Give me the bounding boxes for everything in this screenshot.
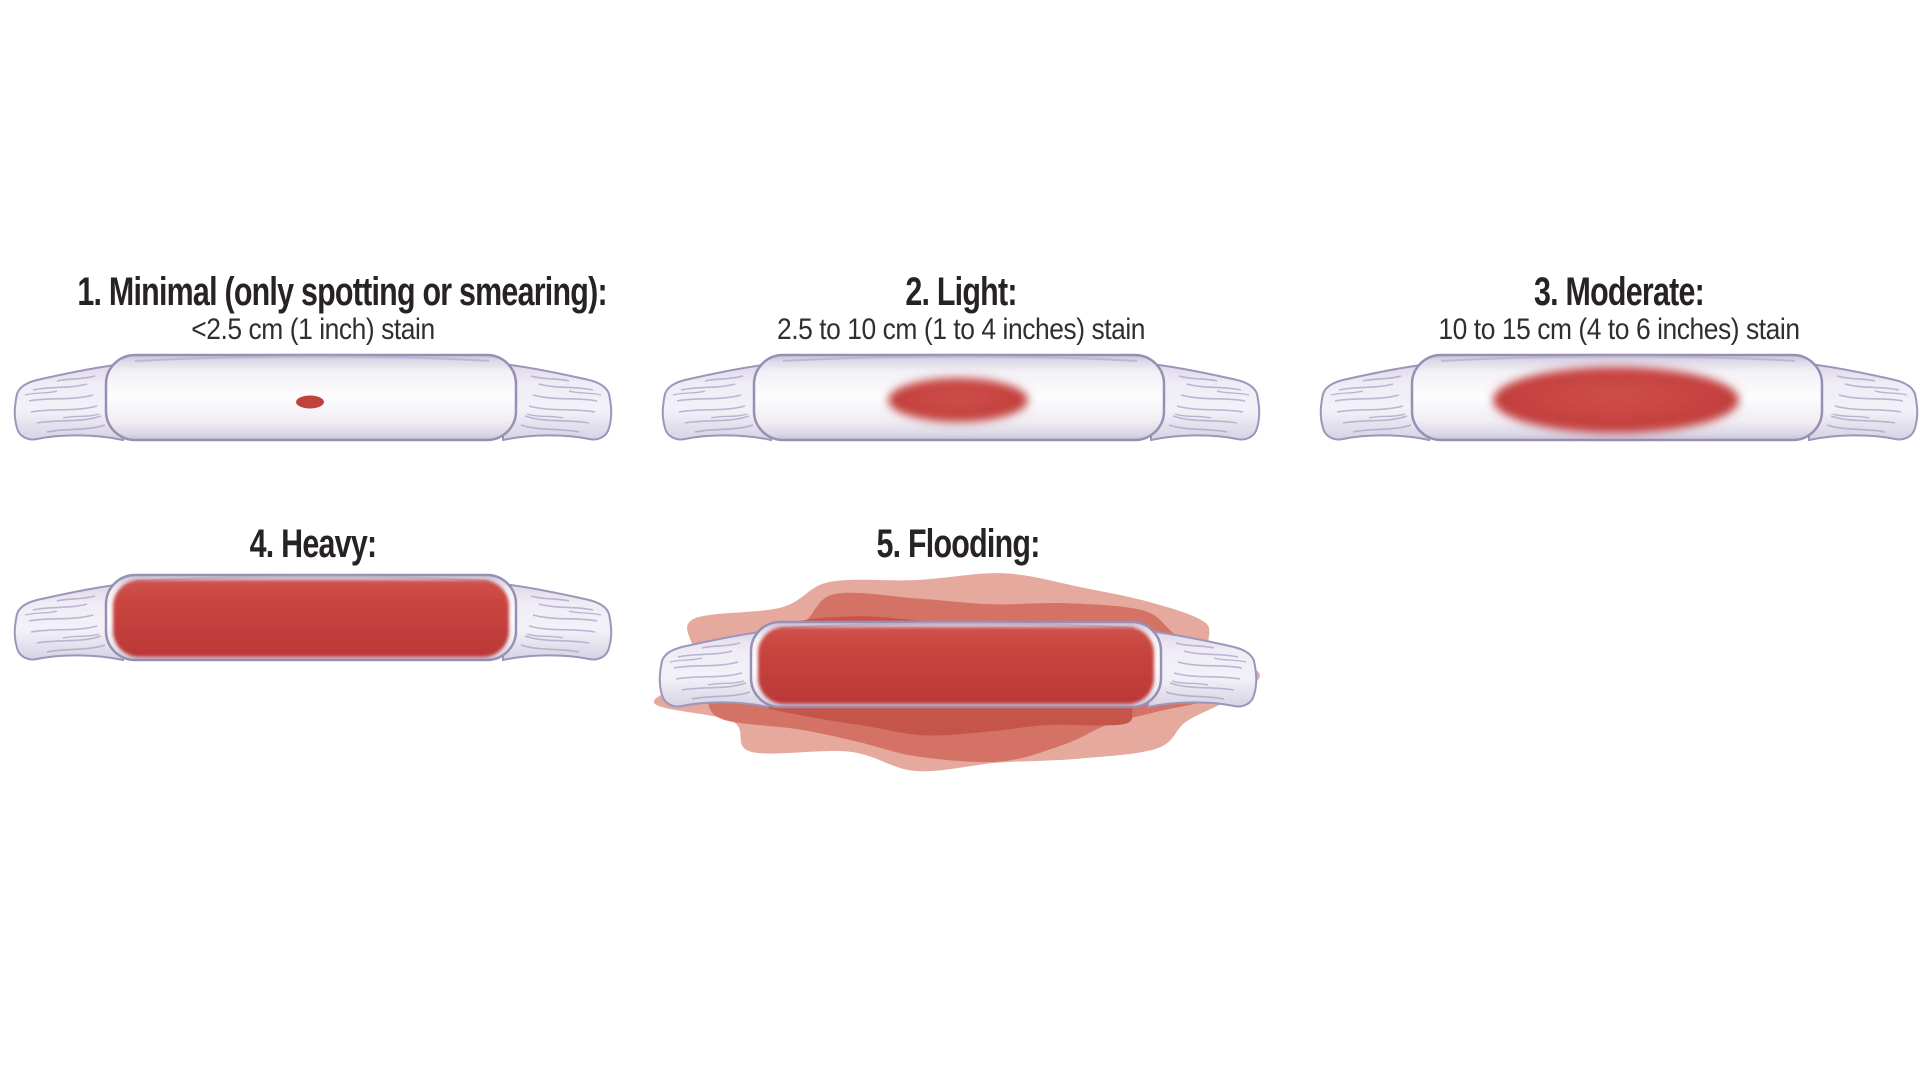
panel-title: 2. Light: [905, 270, 1017, 314]
pad-illustration-flooding [648, 568, 1268, 798]
panel-subtitle: <2.5 cm (1 inch) stain [191, 313, 435, 346]
panel-heavy: 4. Heavy: [3, 522, 623, 672]
panel-subtitle: 10 to 15 cm (4 to 6 inches) stain [1438, 313, 1800, 346]
pad-illustration-heavy [3, 568, 623, 672]
pad-illustration-minimal [3, 348, 623, 452]
panel-title: 1. Minimal (only spotting or smearing): [77, 270, 607, 314]
panel-title: 5. Flooding: [876, 522, 1040, 566]
panel-light: 2. Light: 2.5 to 10 cm (1 to 4 inches) s… [651, 270, 1271, 452]
panel-flooding: 5. Flooding: [648, 522, 1268, 798]
panel-minimal: 1. Minimal (only spotting or smearing): … [3, 270, 623, 452]
pad-illustration-light [651, 348, 1271, 452]
panel-moderate: 3. Moderate: 10 to 15 cm (4 to 6 inches)… [1309, 270, 1920, 452]
pad-illustration-moderate [1309, 348, 1920, 452]
panel-title: 4. Heavy: [249, 522, 377, 566]
panel-title: 3. Moderate: [1534, 270, 1705, 314]
panel-subtitle: 2.5 to 10 cm (1 to 4 inches) stain [776, 313, 1146, 346]
